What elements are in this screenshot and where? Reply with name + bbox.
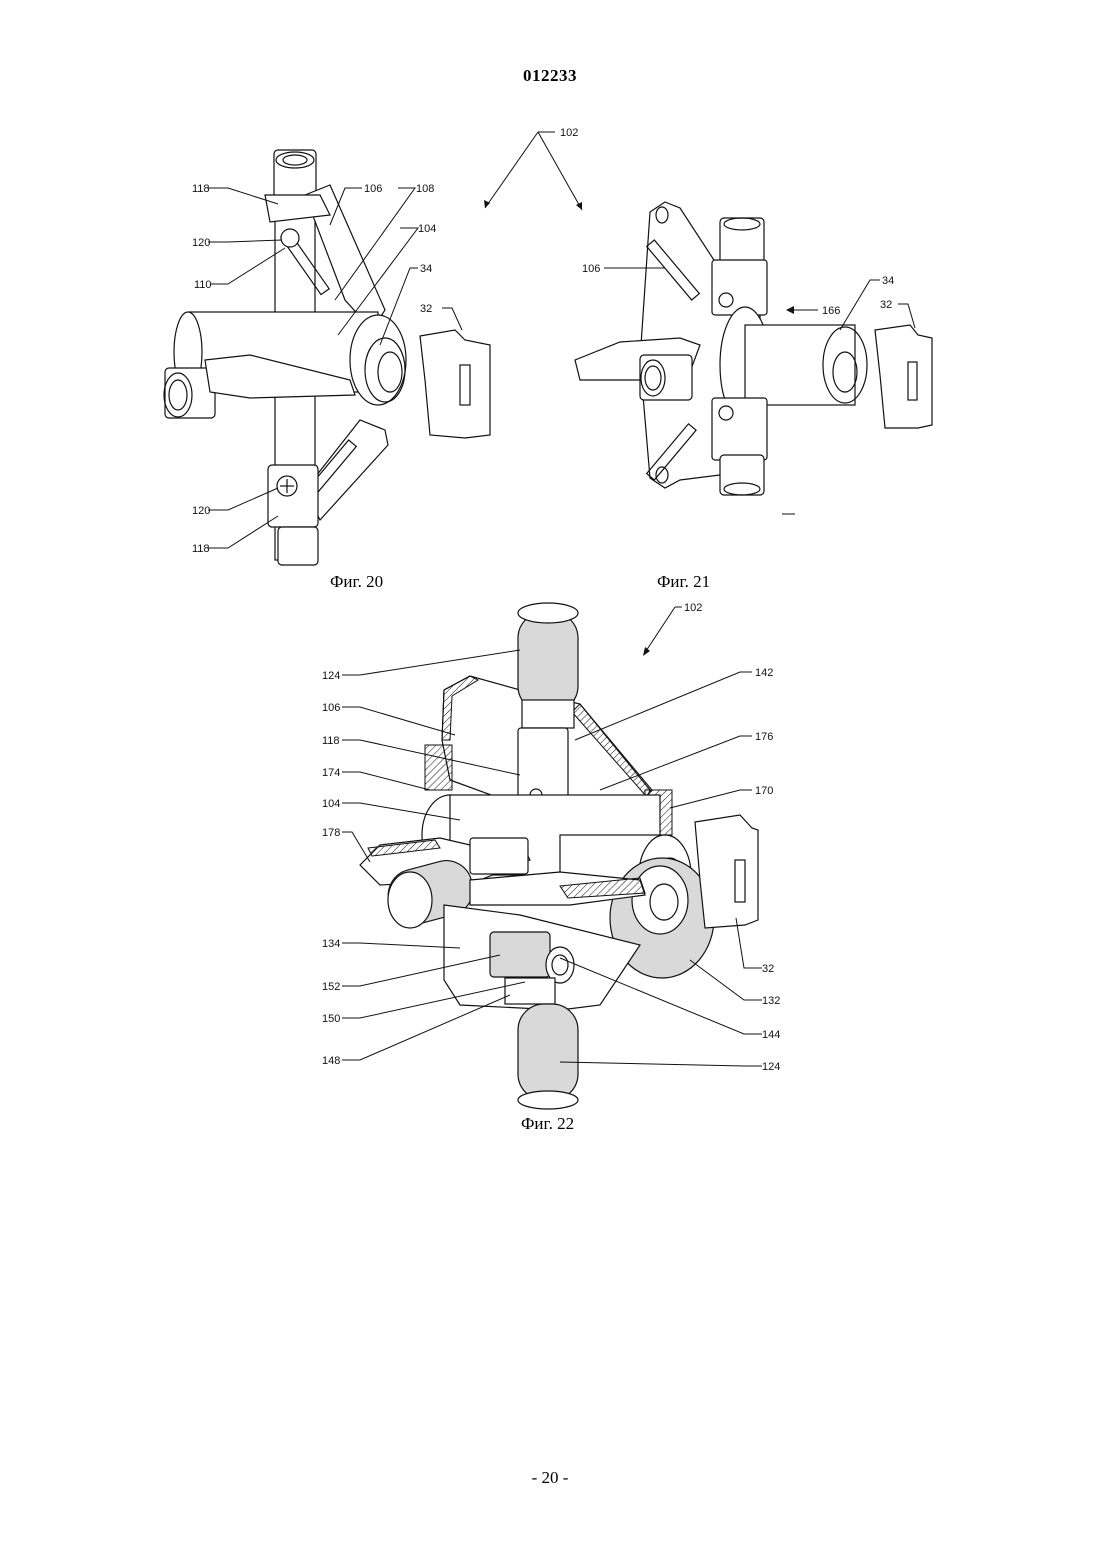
figure-21-caption: Фиг. 21 xyxy=(657,572,710,592)
ref-label: 118 xyxy=(192,183,210,195)
ref-label: 110 xyxy=(194,279,212,291)
ref-label: 108 xyxy=(416,183,434,195)
ref-label: 118 xyxy=(322,735,340,747)
ref-label: 106 xyxy=(364,183,382,195)
ref-label: 106 xyxy=(582,263,600,275)
ref-label: 124 xyxy=(762,1061,780,1073)
ref-label: 102 xyxy=(560,127,578,139)
ref-label: 170 xyxy=(755,785,773,797)
ref-label: 124 xyxy=(322,670,340,682)
ref-label: 148 xyxy=(322,1055,340,1067)
figure-22-drawing xyxy=(342,603,762,1109)
figure-20-drawing xyxy=(164,150,490,565)
ref-label: 106 xyxy=(322,702,340,714)
page-number: - 20 - xyxy=(0,1468,1100,1488)
ref-label: 144 xyxy=(762,1029,780,1041)
ref-label: 34 xyxy=(420,263,432,275)
ref-label: 104 xyxy=(322,798,340,810)
ref-label: 152 xyxy=(322,981,340,993)
ref-label: 34 xyxy=(882,275,894,287)
ref-label: 32 xyxy=(420,303,432,315)
ref-label: 120 xyxy=(192,237,210,249)
figure-22-caption: Фиг. 22 xyxy=(521,1114,574,1134)
ref-label: 120 xyxy=(192,505,210,517)
ref-label: 166 xyxy=(822,305,840,317)
ref-label: 178 xyxy=(322,827,340,839)
ref-label: 32 xyxy=(880,299,892,311)
ref-label: 132 xyxy=(762,995,780,1007)
ref-label: 118 xyxy=(192,543,210,555)
ref-label: 142 xyxy=(755,667,773,679)
ref-label: 104 xyxy=(418,223,436,235)
ref-label: 102 xyxy=(684,602,702,614)
ref-label: 150 xyxy=(322,1013,340,1025)
ref-label: 174 xyxy=(322,767,340,779)
figure-20-caption: Фиг. 20 xyxy=(330,572,383,592)
ref-label: 176 xyxy=(755,731,773,743)
ref-label: 32 xyxy=(762,963,774,975)
ref-label: 134 xyxy=(322,938,340,950)
figure-21-drawing xyxy=(484,132,932,514)
